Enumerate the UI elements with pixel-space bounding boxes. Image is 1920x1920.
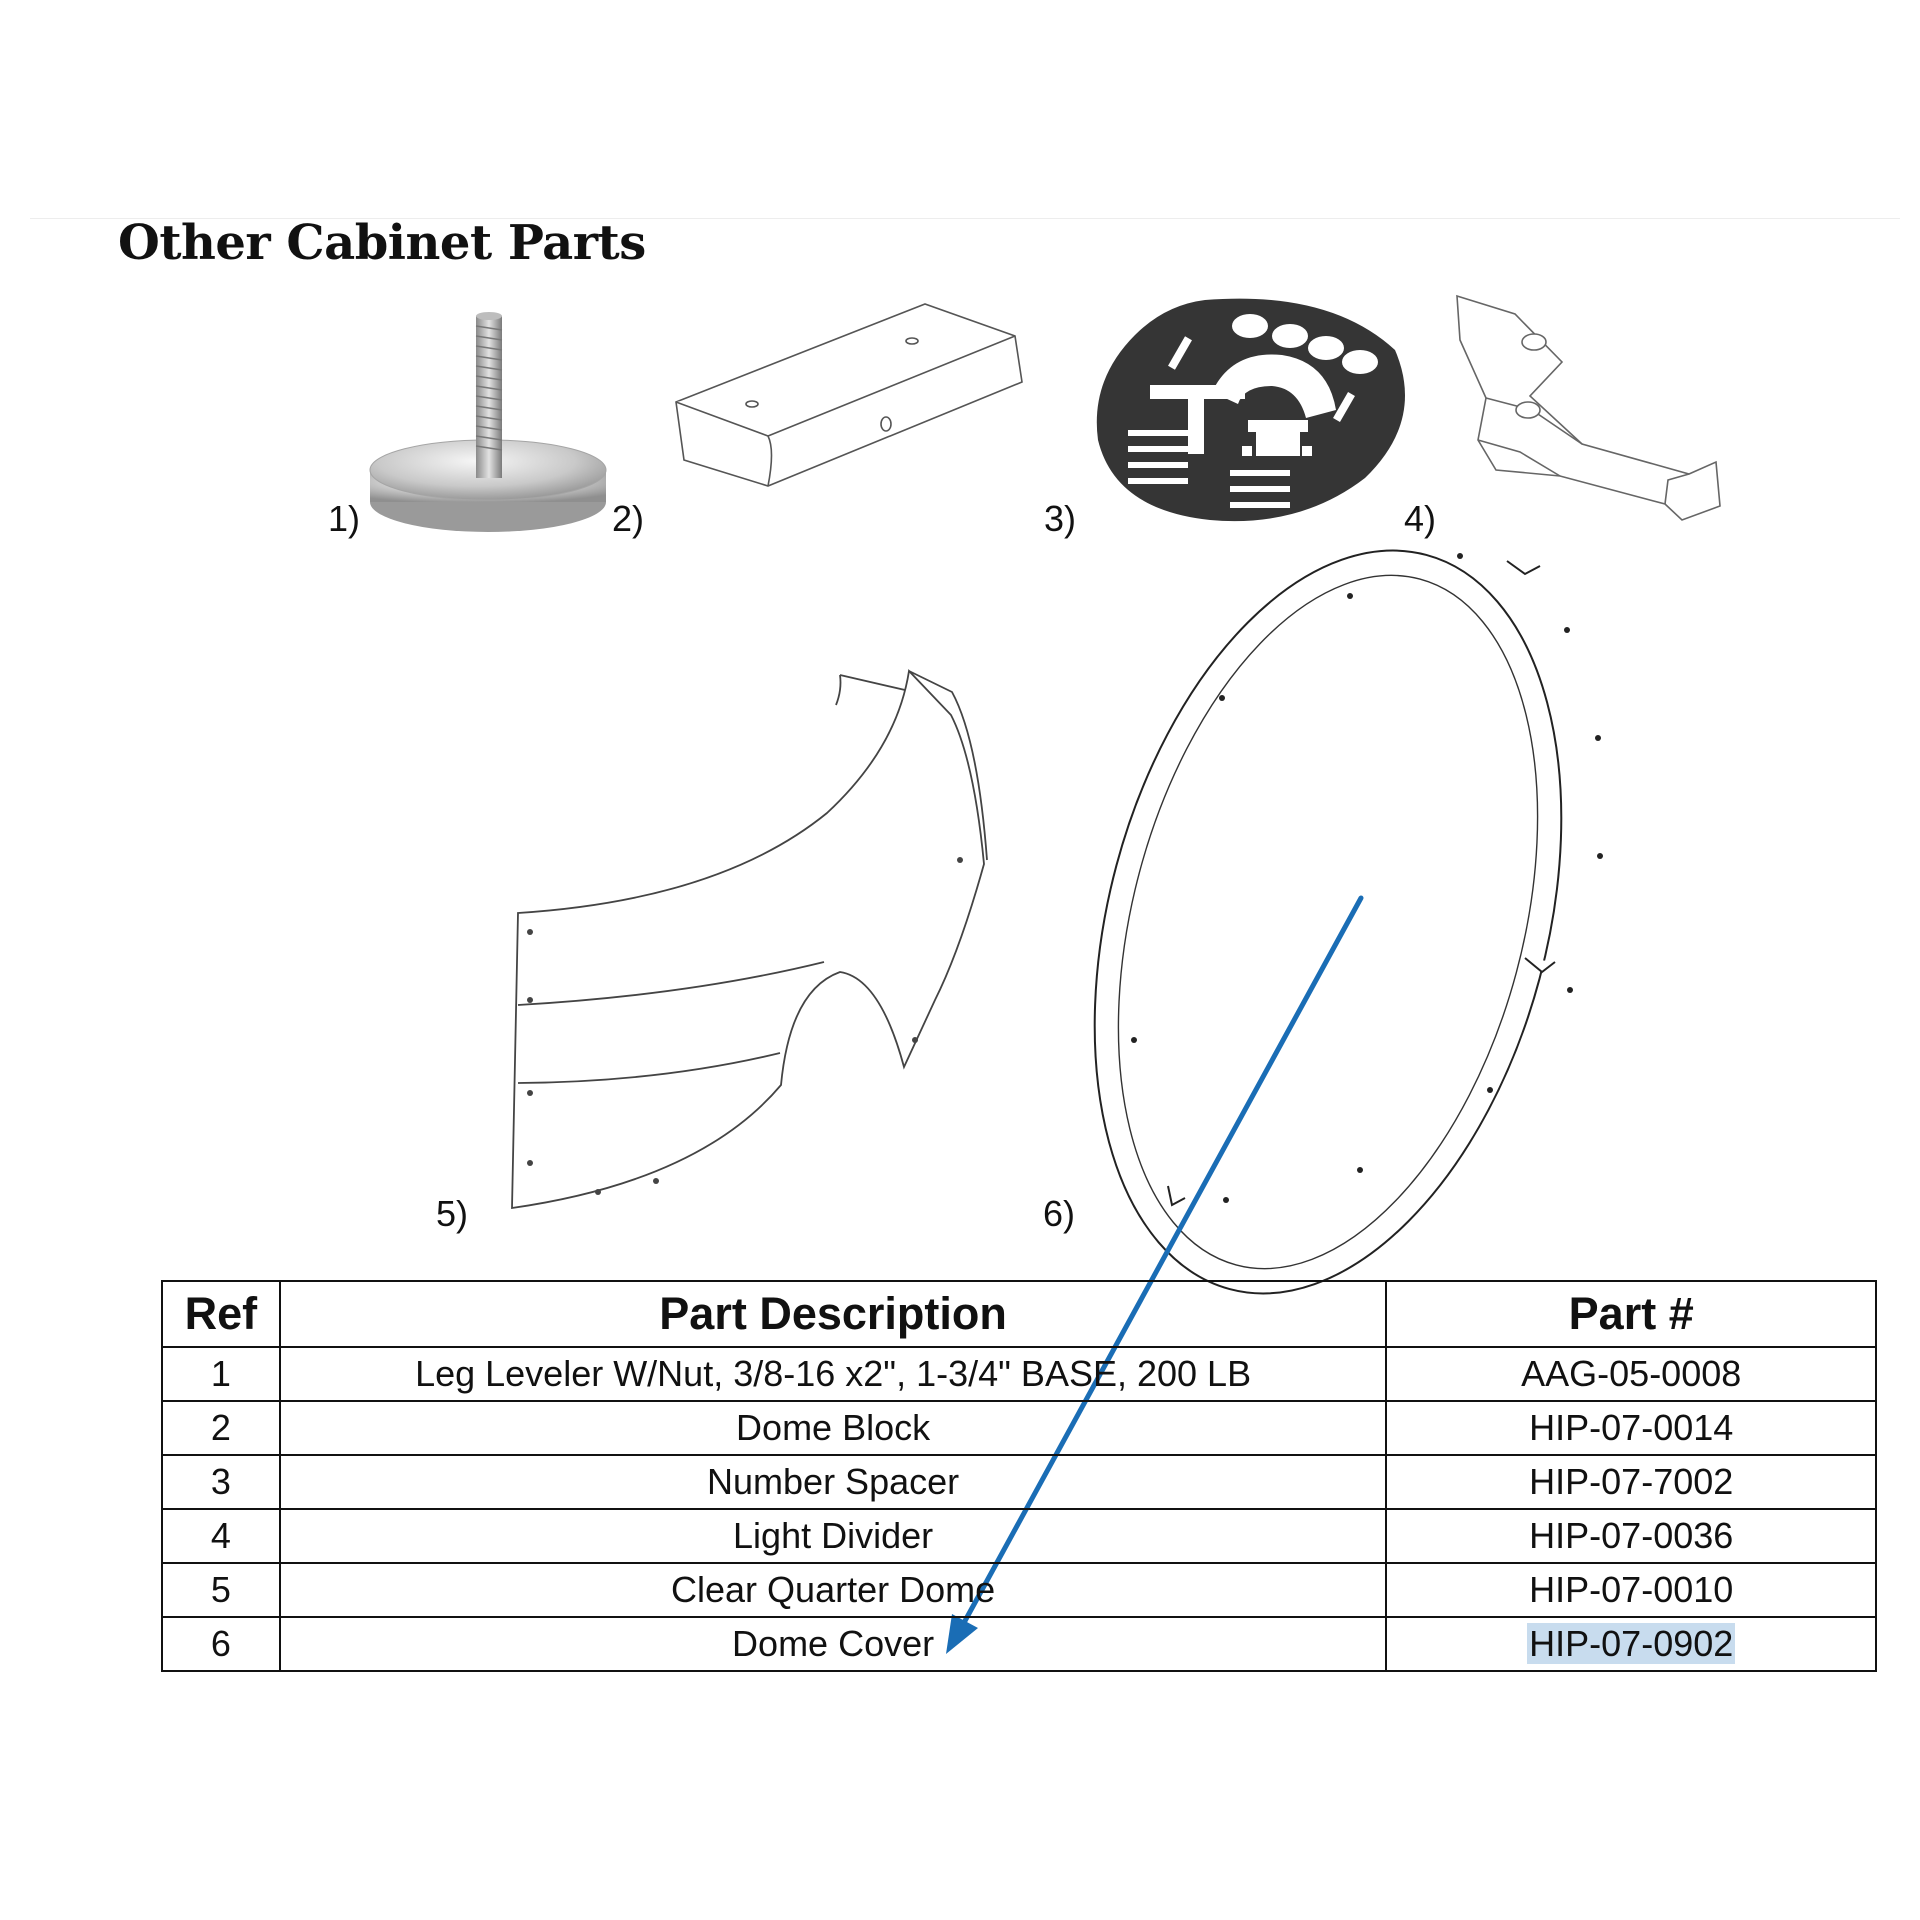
light-divider-illustration (1456, 294, 1721, 521)
figure-label-6: 6) (1043, 1193, 1076, 1234)
cell-ref: 3 (161, 1454, 281, 1510)
cell-ref: 6 (161, 1616, 281, 1672)
page-title: Other Cabinet Parts (118, 215, 646, 271)
parts-table: Ref Part Description Part # 1 Leg Levele… (161, 1280, 1877, 1672)
cell-ref: 2 (161, 1400, 281, 1456)
table-header-row: Ref Part Description Part # (161, 1280, 1877, 1348)
figure-label-3: 3) (1044, 498, 1077, 539)
cell-ref: 4 (161, 1508, 281, 1564)
table-row: 5 Clear Quarter Dome HIP-07-0010 (161, 1562, 1877, 1618)
top-rule (30, 218, 1900, 219)
cell-part-number: HIP-07-0902 (1385, 1616, 1877, 1672)
highlighted-part-number[interactable]: HIP-07-0902 (1527, 1623, 1736, 1664)
table-row: 1 Leg Leveler W/Nut, 3/8-16 x2", 1-3/4" … (161, 1346, 1877, 1402)
cell-description: Clear Quarter Dome (278, 1562, 1388, 1618)
figure-label-2: 2) (612, 498, 645, 539)
cell-part-number: AAG-05-0008 (1385, 1346, 1877, 1402)
clear-quarter-dome-illustration (511, 669, 988, 1210)
cell-description: Light Divider (278, 1508, 1388, 1564)
cell-ref: 1 (161, 1346, 281, 1402)
number-spacer-illustration (1096, 298, 1405, 522)
cell-description: Dome Cover (278, 1616, 1388, 1672)
cell-description: Leg Leveler W/Nut, 3/8-16 x2", 1-3/4" BA… (278, 1346, 1388, 1402)
dome-cover-illustration (1093, 549, 1603, 1295)
table-row: 4 Light Divider HIP-07-0036 (161, 1508, 1877, 1564)
figure-label-4: 4) (1404, 498, 1437, 539)
table-row: 6 Dome Cover HIP-07-0902 (161, 1616, 1877, 1672)
table-row: 3 Number Spacer HIP-07-7002 (161, 1454, 1877, 1510)
cell-part-number: HIP-07-7002 (1385, 1454, 1877, 1510)
table-row: 2 Dome Block HIP-07-0014 (161, 1400, 1877, 1456)
dome-block-illustration (675, 303, 1023, 487)
header-ref: Ref (161, 1280, 281, 1348)
cell-part-number: HIP-07-0010 (1385, 1562, 1877, 1618)
header-part-number: Part # (1385, 1280, 1877, 1348)
leg-leveler-illustration (369, 312, 607, 532)
cell-part-number: HIP-07-0036 (1385, 1508, 1877, 1564)
cell-description: Dome Block (278, 1400, 1388, 1456)
cell-ref: 5 (161, 1562, 281, 1618)
figure-label-5: 5) (436, 1193, 469, 1234)
cell-part-number: HIP-07-0014 (1385, 1400, 1877, 1456)
figure-label-1: 1) (328, 498, 361, 539)
cell-description: Number Spacer (278, 1454, 1388, 1510)
header-description: Part Description (278, 1280, 1388, 1348)
